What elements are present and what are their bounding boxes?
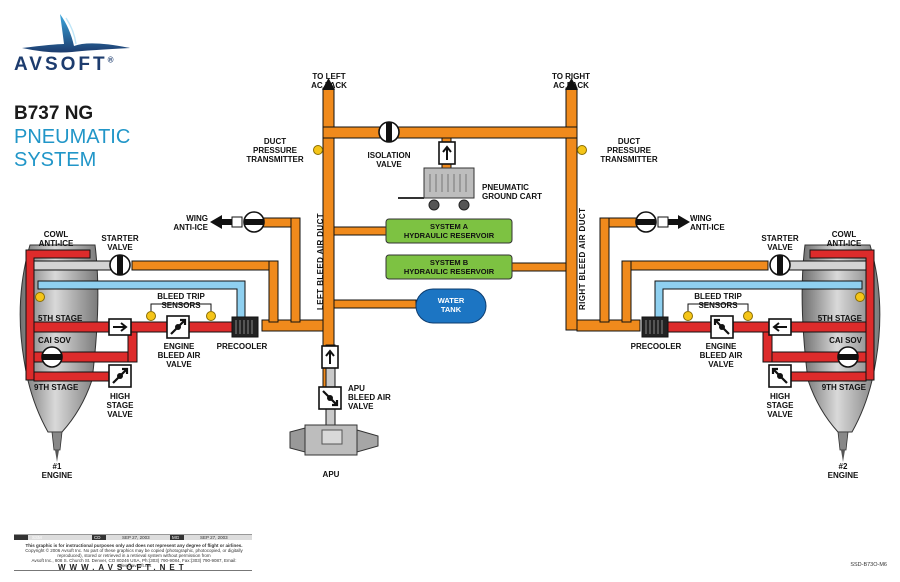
footer-url: WWW.AVSOFT.NET	[58, 563, 188, 572]
diagram-title: B737 NG	[14, 103, 94, 124]
precooler-right-icon	[641, 316, 669, 338]
high-stage-valve-left-icon	[107, 363, 133, 389]
duct-pressure-transmitter-right-icon	[577, 145, 587, 155]
fifth-stage-left-label: 5TH STAGE	[38, 314, 83, 323]
cowl-anti-ice-left-label: COWL ANTI-ICE	[38, 230, 74, 248]
apu-bleed-air-valve-label: APU BLEED AIR VALVE	[348, 384, 391, 411]
right-bleed-air-duct-label: RIGHT BLEED AIR DUCT	[578, 207, 587, 310]
engine-bleed-valve-right-icon	[709, 314, 735, 340]
starter-valve-right-label: STARTER VALVE	[761, 234, 799, 252]
footer: SSM CD SEP 27, 2003 MG SEP 27, 2003 This…	[14, 534, 252, 575]
bleed-trip-sensors-right-label: BLEED TRIP SENSORS	[694, 292, 742, 310]
starter-valve-right-icon	[769, 254, 791, 276]
wing-anti-ice-valve-left-icon	[243, 211, 265, 233]
cowl-anti-ice-right-label: COWL ANTI-ICE	[826, 230, 862, 248]
apu-bleed-valve-icon	[317, 385, 343, 411]
apu-check-valve-icon	[321, 345, 339, 369]
precooler-right-label: PRECOOLER	[630, 342, 682, 351]
pneumatic-ground-cart-icon	[398, 167, 475, 211]
bleed-trip-sensors-left-label: BLEED TRIP SENSORS	[157, 292, 205, 310]
isolation-valve-label: ISOLATION VALVE	[367, 151, 411, 169]
fifth-stage-check-left-icon	[108, 318, 132, 336]
brand-wordmark: AVSOFT®	[14, 54, 117, 75]
engine-bleed-air-valve-left-label: ENGINE BLEED AIR VALVE	[157, 342, 201, 369]
engine-1-nacelle-icon	[19, 244, 99, 462]
wing-anti-ice-right-label: WING ANTI-ICE	[690, 214, 725, 232]
bleed-trip-sensor-icon	[146, 311, 156, 321]
system-b-reservoir-label: SYSTEM B HYDRAULIC RESERVOIR	[403, 258, 495, 276]
isolation-valve-icon	[378, 121, 400, 143]
diagram-subtitle: PNEUMATIC SYSTEM	[14, 126, 131, 171]
ninth-stage-right-label: 9TH STAGE	[821, 383, 866, 392]
cowl-sensor-left-icon	[35, 292, 45, 302]
starter-valve-left-label: STARTER VALVE	[101, 234, 139, 252]
engine-bleed-valve-left-icon	[165, 314, 191, 340]
fifth-stage-right-label: 5TH STAGE	[817, 314, 862, 323]
left-bleed-air-duct-label: LEFT BLEED AIR DUCT	[316, 212, 325, 310]
apu-label: APU	[322, 470, 340, 479]
precooler-left-label: PRECOOLER	[216, 342, 268, 351]
duct-pressure-transmitter-left-icon	[313, 145, 323, 155]
footer-mg-date: SEP 27, 2003	[200, 535, 228, 540]
avsoft-logo-icon	[22, 14, 130, 53]
engine-2-nacelle-icon	[801, 244, 881, 462]
footer-mg-label: MG	[172, 535, 180, 540]
engine-bleed-lines	[25, 249, 875, 382]
wing-anti-ice-valve-right-icon	[635, 211, 657, 233]
bleed-trip-sensor-icon	[743, 311, 753, 321]
cai-sov-left-icon	[41, 346, 63, 368]
water-tank-label: WATER TANK	[437, 296, 465, 314]
apu-icon	[289, 424, 379, 456]
wing-anti-ice-left-label: WING ANTI-ICE	[173, 214, 208, 232]
precooler-left-icon	[231, 316, 259, 338]
high-stage-valve-right-icon	[767, 363, 793, 389]
water-tank-icon	[415, 288, 487, 324]
footer-cd-date: SEP 27, 2003	[122, 535, 150, 540]
ground-cart-check-icon	[438, 141, 456, 165]
bleed-trip-bracket	[150, 303, 749, 311]
fifth-stage-check-right-icon	[768, 318, 792, 336]
ac-pack-arrows-icon	[322, 78, 578, 90]
engine-1-label: #1 ENGINE	[41, 462, 73, 480]
bleed-trip-sensor-icon	[206, 311, 216, 321]
document-id: SSD-B73O-M6	[850, 562, 887, 568]
high-stage-valve-left-label: HIGH STAGE VALVE	[106, 392, 134, 419]
high-stage-valve-right-label: HIGH STAGE VALVE	[766, 392, 794, 419]
duct-pressure-transmitter-left-label: DUCT PRESSURE TRANSMITTER	[246, 137, 304, 164]
pneumatic-ground-cart-label: PNEUMATIC GROUND CART	[482, 183, 542, 201]
ninth-stage-left-label: 9TH STAGE	[34, 383, 79, 392]
cai-sov-left-label: CAI SOV	[38, 336, 71, 345]
cai-sov-right-icon	[837, 346, 859, 368]
to-right-ac-pack-label: TO RIGHT AC PACK	[551, 72, 591, 90]
footer-address: Avsoft Inc., 808 S. Church St. Denver, C…	[31, 558, 237, 568]
footer-graphics	[14, 534, 252, 571]
to-left-ac-pack-label: TO LEFT AC PACK	[311, 72, 347, 90]
engine-bleed-air-valve-right-label: ENGINE BLEED AIR VALVE	[699, 342, 743, 369]
cowl-sensor-right-icon	[855, 292, 865, 302]
cai-sov-right-label: CAI SOV	[829, 336, 862, 345]
footer-ssd-label: SSM	[32, 535, 42, 540]
footer-copyright: Copyright © 2006 Avsoft Inc. No part of …	[25, 548, 243, 558]
system-b-reservoir-icon	[385, 254, 513, 280]
system-a-reservoir-icon	[385, 218, 513, 244]
bleed-trip-sensor-icon	[683, 311, 693, 321]
footer-disclaimer: This graphic is for instructional purpos…	[25, 543, 243, 548]
footer-cd-label: CD	[94, 535, 101, 540]
duct-pressure-transmitter-right-label: DUCT PRESSURE TRANSMITTER	[600, 137, 658, 164]
engine-2-label: #2 ENGINE	[827, 462, 859, 480]
starter-valve-left-icon	[109, 254, 131, 276]
wing-anti-ice-arrows-icon	[210, 215, 690, 229]
system-a-reservoir-label: SYSTEM A HYDRAULIC RESERVOIR	[403, 222, 495, 240]
